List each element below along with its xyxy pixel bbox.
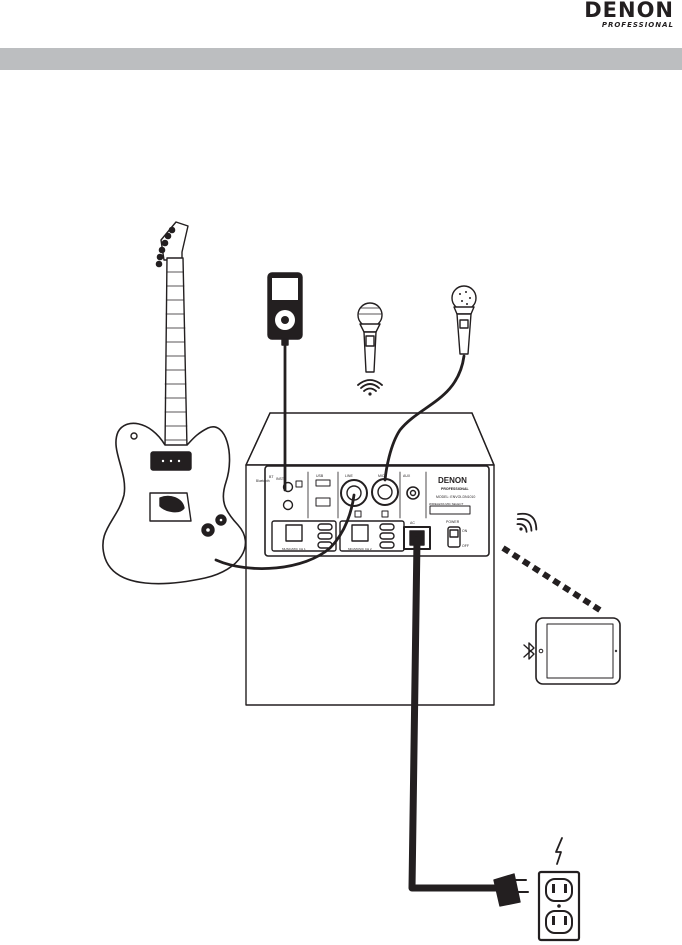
electric-guitar xyxy=(103,222,246,584)
panel-on-label: ON xyxy=(462,529,468,533)
panel-brand: DENON xyxy=(438,476,467,485)
panel-ch1-label: MUSIC/MIC CH 1 xyxy=(282,547,306,551)
tablet xyxy=(536,618,620,684)
panel-ch2-label: MIC/MUSIC CH 2 xyxy=(348,547,372,551)
wireless-microphone xyxy=(358,303,382,372)
panel-brand-sub: PROFESSIONAL xyxy=(441,487,469,491)
wireless-signal-icon xyxy=(358,380,382,396)
lightning-icon xyxy=(556,838,562,864)
panel-off-label: OFF xyxy=(462,544,469,548)
bluetooth-link xyxy=(503,548,603,612)
wall-outlet xyxy=(539,872,579,940)
panel-ac-label: AC xyxy=(410,521,415,525)
panel-wireless-label: WIRELESS MIC SELECT xyxy=(429,502,464,506)
panel-line-label: LINE xyxy=(345,474,353,478)
speaker-cabinet xyxy=(246,413,494,705)
panel-inst-label: INST xyxy=(276,477,285,481)
power-plug xyxy=(494,874,520,906)
media-player xyxy=(268,273,302,345)
panel-model: MODEL: ENVOI-DN1010 xyxy=(436,495,475,499)
panel-mic-label: MIC xyxy=(378,474,385,478)
panel-usb-label: USB xyxy=(316,474,324,478)
bluetooth-icon xyxy=(524,643,534,659)
wired-microphone xyxy=(452,286,476,354)
panel-bt-side-label: Bluetooth xyxy=(256,479,270,483)
panel-power-label: POWER xyxy=(446,520,460,524)
wireless-signal-icon xyxy=(517,509,540,532)
panel-aux-label: AUX xyxy=(403,474,411,478)
